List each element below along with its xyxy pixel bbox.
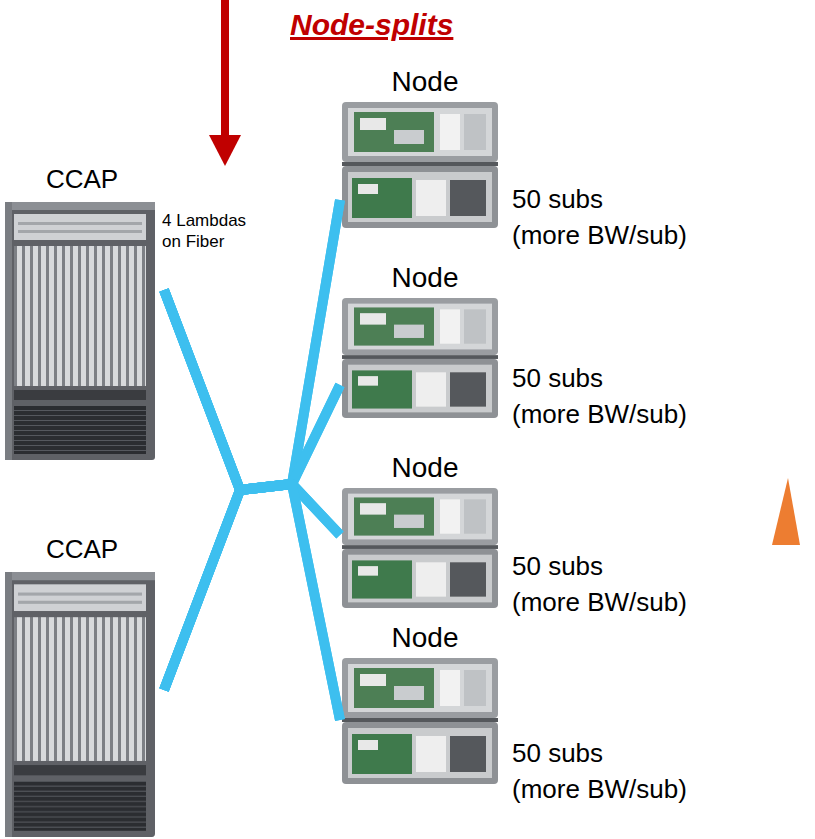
ccap-device: CCAP <box>0 165 164 462</box>
device-label: Node <box>340 66 510 98</box>
text-run: subs <box>548 738 603 768</box>
text-run: Lambdas <box>176 211 246 230</box>
fiber-node: Node <box>340 622 510 788</box>
text-run: subs <box>548 551 603 581</box>
ccap-chassis <box>5 572 155 837</box>
device-label: Node <box>340 452 510 484</box>
text-run: (more <box>512 399 587 429</box>
text-run: BW/sub) <box>587 399 687 429</box>
text-run: BW/sub) <box>587 587 687 617</box>
fiber-node: Node <box>340 66 510 232</box>
text-run: BW/sub) <box>587 220 687 250</box>
orange-arrow-fragment <box>772 478 800 545</box>
fiber-link <box>164 290 340 490</box>
subscriber-note: 50 subs (more BW/sub) <box>512 735 687 807</box>
text-run: Node <box>392 262 459 293</box>
node-housing <box>342 298 498 418</box>
text-run: BW/sub) <box>587 774 687 804</box>
node-housing <box>342 658 498 784</box>
text-run: 50 <box>512 551 548 581</box>
text-run: subs <box>548 184 603 214</box>
node-housing <box>342 488 498 608</box>
section-title-box: Node-splits <box>290 6 453 44</box>
fiber-note: 4 Lambdas on Fiber <box>162 210 257 253</box>
fiber-note-box: 4 Lambdas on Fiber <box>162 210 257 253</box>
fiber-link <box>164 484 340 720</box>
text-run: Node-splits <box>290 8 453 41</box>
text-run: Node <box>392 452 459 483</box>
subscriber-note-box: 50 subs (more BW/sub) <box>512 735 687 807</box>
device-label: CCAP <box>0 165 164 195</box>
text-run: subs <box>548 363 603 393</box>
subscriber-note: 50 subs (more BW/sub) <box>512 181 687 253</box>
arrow-head <box>209 135 241 166</box>
subscriber-note-box: 50 subs (more BW/sub) <box>512 181 687 253</box>
fiber-node: Node <box>340 452 510 612</box>
text-run: Node <box>392 66 459 97</box>
subscriber-note-box: 50 subs (more BW/sub) <box>512 360 687 432</box>
device-label: CCAP <box>0 535 164 565</box>
text-run: 4 <box>162 211 176 230</box>
ccap-chassis <box>5 202 155 460</box>
text-run: (more <box>512 587 587 617</box>
subscriber-note: 50 subs (more BW/sub) <box>512 360 687 432</box>
fiber-node: Node <box>340 262 510 422</box>
device-label: Node <box>340 622 510 654</box>
fiber-link <box>164 385 340 690</box>
subscriber-note: 50 subs (more BW/sub) <box>512 548 687 620</box>
text-run: Fiber <box>186 232 225 251</box>
device-label: Node <box>340 262 510 294</box>
ccap-device: CCAP <box>0 535 164 839</box>
text-run: on <box>162 232 186 251</box>
text-run: (more <box>512 774 587 804</box>
text-run: CCAP <box>46 534 118 564</box>
arrow-shaft <box>221 0 229 137</box>
text-run: CCAP <box>46 164 118 194</box>
subscriber-note-box: 50 subs (more BW/sub) <box>512 548 687 620</box>
text-run: 50 <box>512 738 548 768</box>
node-housing <box>342 102 498 228</box>
section-title: Node-splits <box>290 6 453 44</box>
text-run: 50 <box>512 184 548 214</box>
text-run: 50 <box>512 363 548 393</box>
text-run: (more <box>512 220 587 250</box>
text-run: Node <box>392 622 459 653</box>
